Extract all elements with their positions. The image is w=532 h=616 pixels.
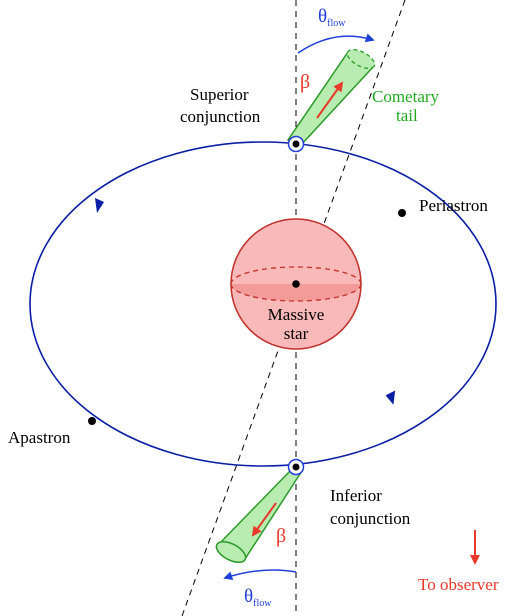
- beta-arrow-lower: [251, 502, 277, 537]
- periastron-label: Periastron: [419, 196, 488, 215]
- star-center-dot: [292, 280, 300, 288]
- orbit-ellipse: [29, 141, 497, 467]
- theta-flow-label-lower: θflow: [244, 586, 272, 609]
- superior-conjunction-label-line2: conjunction: [180, 107, 261, 126]
- superior-conjunction-marker: [287, 135, 305, 153]
- orbit-direction-arrow-right: [385, 390, 396, 405]
- apastron-dot: [88, 417, 96, 425]
- massive-star-label-line2: star: [284, 324, 309, 343]
- massive-star-label-line1: Massive: [268, 305, 325, 324]
- periastron-dot: [398, 209, 406, 217]
- theta-flow-arc-lower: [223, 569, 297, 581]
- to-observer-label: To observer: [418, 575, 499, 594]
- inferior-conjunction-marker: [287, 458, 305, 476]
- theta-flow-arc-upper: [297, 33, 375, 54]
- orbit-direction-arrow-left: [95, 198, 104, 213]
- beta-label-lower: β: [276, 525, 286, 547]
- massive-star: [230, 218, 362, 350]
- beta-label-upper: β: [300, 71, 310, 93]
- apastron-label: Apastron: [8, 428, 71, 447]
- inferior-conjunction-label-line2: conjunction: [330, 509, 411, 528]
- beta-arrow-upper: [316, 81, 344, 119]
- theta-flow-label-upper: θflow: [318, 6, 346, 29]
- cometary-tail-label-line2: tail: [396, 106, 418, 125]
- cometary-tail-upper: [286, 48, 376, 146]
- cometary-tail-label-line1: Cometary: [372, 87, 440, 106]
- superior-conjunction-label-line1: Superior: [190, 85, 249, 104]
- cometary-tail-lower: [215, 469, 302, 564]
- inferior-conjunction-label-line1: Inferior: [330, 486, 382, 505]
